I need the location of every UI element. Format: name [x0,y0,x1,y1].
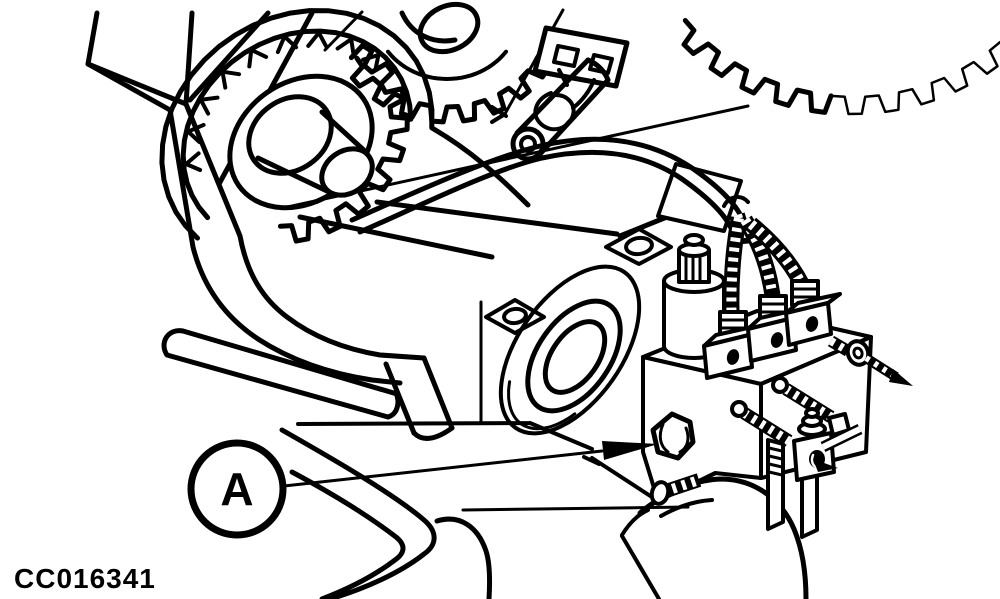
sprocket-boss-face [246,94,334,176]
bore-inner-ring [542,319,608,395]
figure-code: CC016341 [14,563,156,594]
lower-edge-line [461,505,690,512]
corner-fitting-cap [649,480,671,506]
belt-between-gears [399,10,458,44]
lever-handle [821,426,862,450]
lever-valve-port-glint [810,453,818,469]
frame-leg-inner-edge [183,101,427,361]
pipe1-ribs [767,446,784,477]
frame-upper-tube-edge1 [187,10,271,103]
pin-bracket-hole2 [588,53,614,75]
pad2-hole [502,306,528,326]
stud-fitting-1 [782,383,835,423]
block-top-edge-line [281,104,750,210]
idler-gear-teeth [349,55,551,125]
coiled-hose-1-stripes [726,217,744,327]
bore-outer-shell [498,264,642,436]
sprocket-boss-end [319,146,375,198]
lower-arch-lines [620,508,661,599]
smooth-hose-upper [349,136,746,223]
corner-fitting-stripes [661,475,701,497]
callout-a: A [187,439,658,539]
diamond-pad-2 [484,298,546,335]
leader-arrowhead [602,441,658,460]
lower-band-outer [279,427,437,599]
canister-knob [683,233,705,247]
lever-wedge [813,459,838,472]
frame-leg-outer-edge [85,61,403,386]
strut-b [421,355,455,431]
bore-curl-arc [507,380,577,431]
right-fitting-rib-stripes [828,337,851,355]
spring-guard-hose [863,353,899,382]
tower1-port [726,349,740,365]
idler-gear-hole [417,1,481,55]
callout-letter: A [220,463,253,515]
timing-belt-inner [180,28,414,221]
stud2-cap [730,400,748,418]
lower-band-inner [289,469,406,599]
wire-clip-barbs [490,68,569,124]
wire-clip-loop [533,91,576,132]
pin-tool [490,25,630,162]
tower2-port [770,332,784,348]
pad1-hole [624,235,654,257]
engine-block [281,104,750,512]
tower3-port [805,316,819,332]
tower3-collar-ribs [790,287,820,299]
shelf-edge [296,421,594,451]
lower-arch-left [434,516,493,599]
strut-tip [411,425,455,441]
hex-plug-facets [658,422,690,454]
bracket-edge2 [297,214,495,260]
stud1-cap [771,376,789,394]
pin-bracket-hole1 [552,44,580,68]
upper-right-gear-teeth-thin [829,40,1000,116]
hose-tip [889,369,913,386]
sprocket-boss-sides [255,109,370,194]
timing-gears [159,1,1000,244]
smooth-hose-lower [357,149,734,235]
timing-belt-outer [159,8,435,241]
camshaft-sprocket-teeth [277,42,410,244]
short-dash [582,455,601,466]
frame-beam-top-left [85,10,195,107]
stud-fitting-2 [740,407,793,447]
tube-bar [161,328,400,420]
hose-end-hook [722,195,750,208]
lower-arch-inner [659,498,714,518]
lever-valve-knob [804,407,820,419]
bottom-fittings [649,376,863,539]
right-fitting-chain [827,335,913,386]
upper-right-gear-teeth-bold [681,18,834,115]
callout-circle [187,439,287,539]
solenoid-towers [702,279,842,380]
idler-gear-hub-arc [386,49,508,81]
bore-mid-ring [525,298,623,414]
banjo-hole [852,346,864,360]
drain-pipe-1 [766,438,785,531]
banjo-fitting [845,339,871,367]
leader-line [282,449,604,488]
wire-clip-tail [571,78,596,110]
pin-bracket-plate [532,25,630,89]
diamond-pad-1 [604,227,673,266]
valve-block [641,195,913,539]
tube-bar-end [385,390,401,420]
hose-ribbed-neck-stripes [732,213,748,245]
